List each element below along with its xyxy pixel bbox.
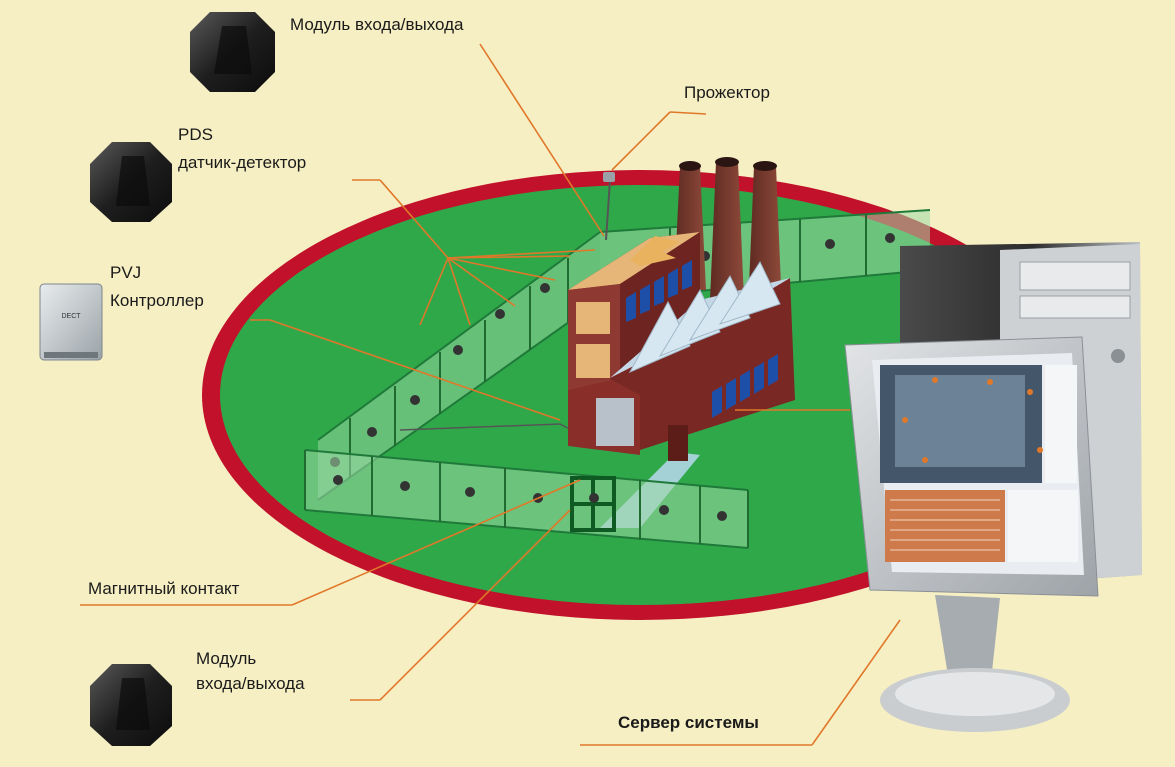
controller-label: Контроллер [110, 291, 204, 310]
projector-label: Прожектор [684, 83, 770, 102]
magnetic-contact-label: Магнитный контакт [88, 579, 240, 598]
io-module-top-label: Модуль входа/выхода [290, 15, 464, 34]
gate [570, 476, 616, 532]
pvj-controller-device: DECT [39, 283, 103, 361]
io-module-device-bottom [90, 664, 172, 746]
leader-lines [80, 43, 901, 746]
fence-front [304, 449, 749, 549]
controller-device-text: DECT [61, 313, 81, 320]
pds-label: PDS [178, 125, 213, 144]
server-label: Сервер системы [618, 713, 759, 732]
io-module-bottom-label-line1: Модуль [196, 649, 257, 668]
monitor [844, 336, 1099, 732]
fence-left [317, 231, 601, 501]
pds-sensor-device [90, 142, 172, 222]
pvj-label: PVJ [110, 263, 142, 282]
factory-building [568, 157, 795, 461]
projector-pole [603, 172, 615, 241]
pds-sensor-label: датчик-детектор [178, 153, 307, 172]
io-module-bottom-label-line2: входа/выхода [196, 674, 305, 693]
io-module-device-top [190, 12, 275, 92]
